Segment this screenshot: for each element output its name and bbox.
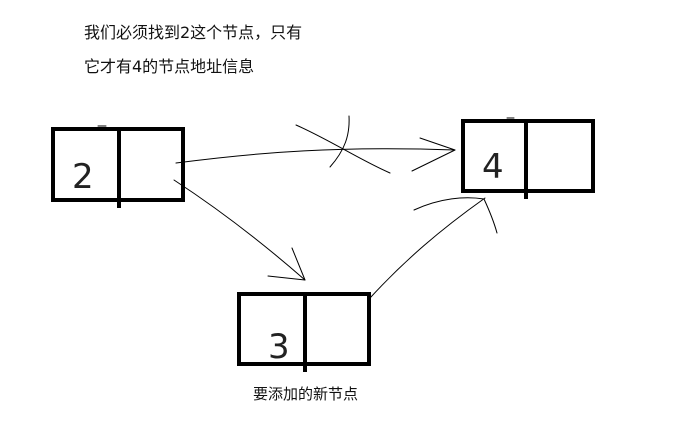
node-4-value: 4 xyxy=(482,147,504,187)
link-3-to-4 xyxy=(369,197,486,299)
old-link-arrowhead xyxy=(411,137,456,172)
new-node-label: 要添加的新节点 xyxy=(253,385,359,403)
link-2-to-3-arrowhead xyxy=(267,247,306,281)
node-4: 4 xyxy=(461,119,595,199)
node-3: 3 xyxy=(237,292,371,372)
annotation-line-1: 我们必须找到2这个节点，只有 xyxy=(84,23,303,42)
annotation-line-2: 它才有4的节点地址信息 xyxy=(84,57,255,76)
cross-out-stroke-1 xyxy=(295,124,391,174)
link-3-to-4-arrowhead xyxy=(413,197,498,234)
node-2: 2 xyxy=(51,127,185,208)
node-2-value: 2 xyxy=(72,157,94,197)
cross-out-stroke-2 xyxy=(329,115,350,168)
node-3-value: 3 xyxy=(268,327,290,367)
old-link-2-to-4 xyxy=(175,148,456,164)
link-2-to-3 xyxy=(173,179,306,281)
